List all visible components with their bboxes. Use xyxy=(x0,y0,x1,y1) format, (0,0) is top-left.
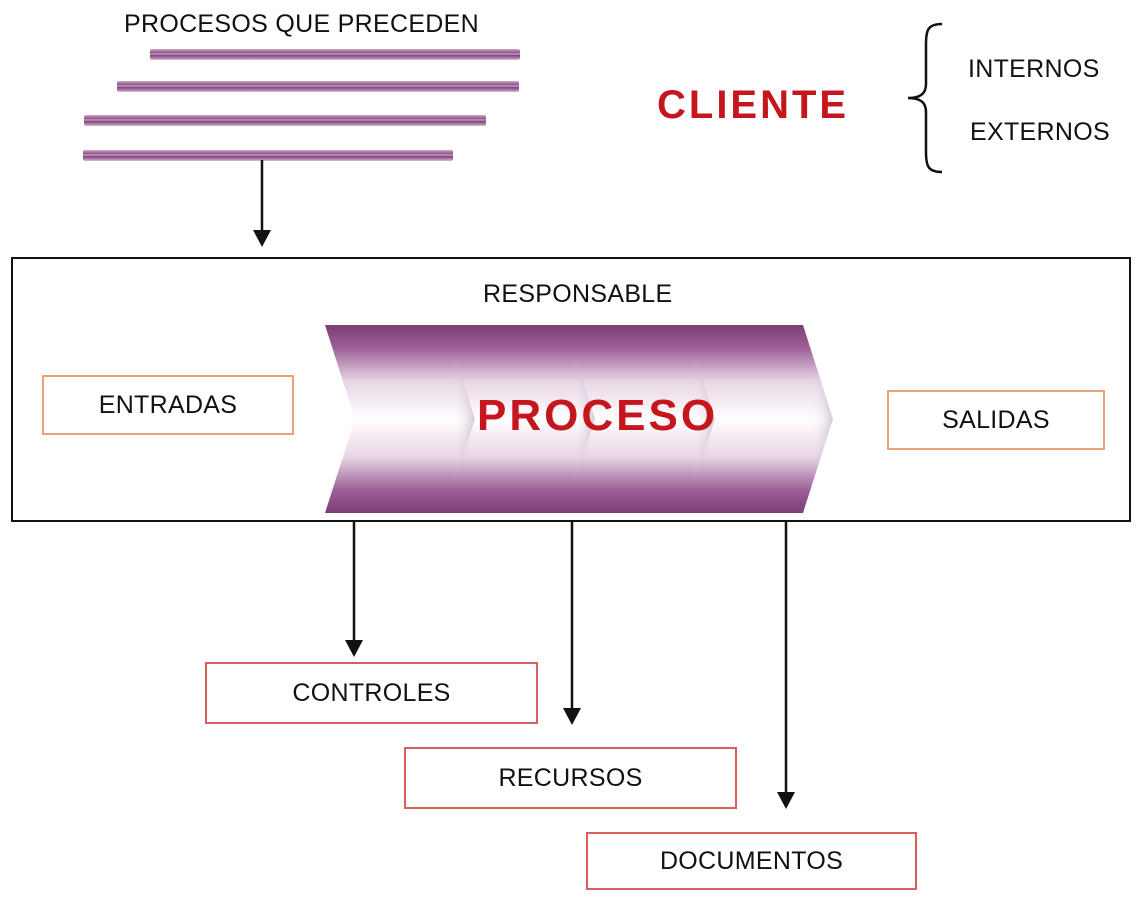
preceding-to-process-arrow xyxy=(253,160,271,247)
client-brace xyxy=(907,22,943,174)
outputs-label: SALIDAS xyxy=(942,405,1050,434)
preceding-processes-label: PROCESOS QUE PRECEDEN xyxy=(124,10,479,38)
preceding-process-stripe xyxy=(150,49,520,60)
client-type-internal: INTERNOS xyxy=(968,55,1100,83)
responsible-label: RESPONSABLE xyxy=(483,280,673,308)
client-title: CLIENTE xyxy=(657,83,850,127)
client-type-external: EXTERNOS xyxy=(970,118,1110,146)
preceding-process-stripe xyxy=(84,115,486,126)
arrow-to-documents xyxy=(777,520,795,809)
inputs-label: ENTRADAS xyxy=(98,390,238,419)
arrow-to-controls xyxy=(345,520,363,657)
documents-label: DOCUMENTOS xyxy=(659,846,844,875)
process-label: PROCESO xyxy=(477,391,719,440)
resources-box: RECURSOS xyxy=(404,747,737,809)
preceding-process-stripe xyxy=(83,150,453,161)
preceding-process-stripe xyxy=(117,81,519,92)
resources-label: RECURSOS xyxy=(498,763,643,792)
outputs-box: SALIDAS xyxy=(887,390,1105,450)
controls-box: CONTROLES xyxy=(205,662,538,724)
arrow-to-resources xyxy=(563,520,581,725)
inputs-box: ENTRADAS xyxy=(42,375,294,435)
process-chevron-band xyxy=(325,325,833,513)
documents-box: DOCUMENTOS xyxy=(586,832,917,890)
controls-label: CONTROLES xyxy=(292,678,451,707)
